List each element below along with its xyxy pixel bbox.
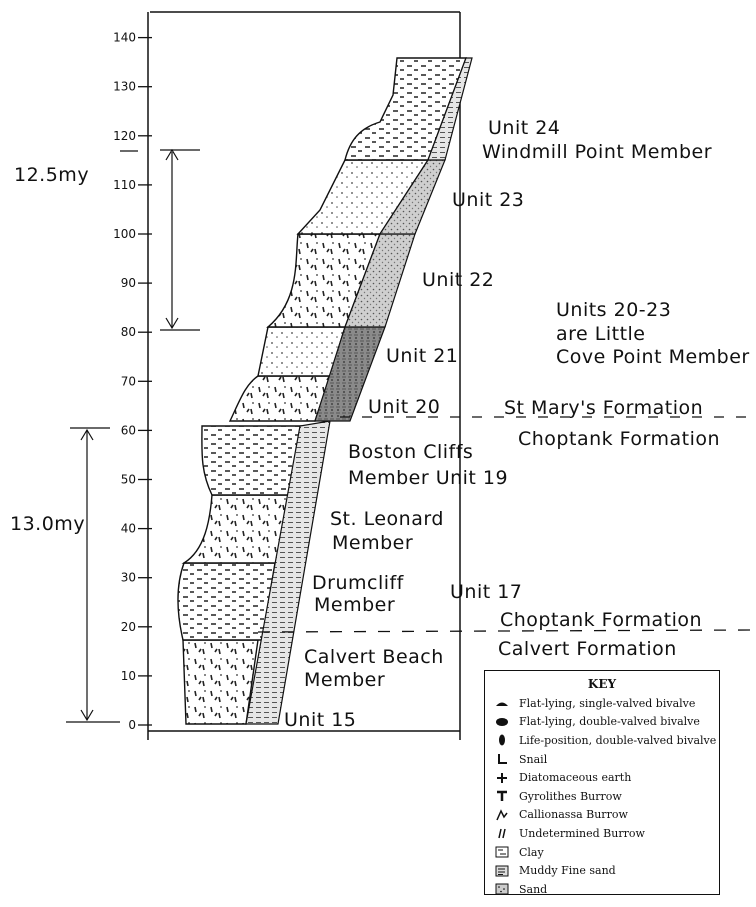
key-title: KEY	[587, 677, 617, 691]
key-row: Clay	[485, 843, 719, 862]
column-unit-15-body	[182, 639, 259, 725]
callionassa-icon	[493, 808, 511, 822]
calvert-beach-label-2: Member	[304, 669, 385, 691]
y-axis-tick-label: 30	[121, 571, 136, 585]
y-axis-tick-label: 50	[121, 473, 136, 487]
st-leonard-label-1: St. Leonard	[330, 508, 444, 530]
st-marys-formation-label: St Mary's Formation	[504, 397, 703, 419]
y-axis-tick-label: 90	[121, 276, 136, 290]
key-row-label: Muddy Fine sand	[519, 864, 616, 878]
y-axis-tick-label: 60	[121, 423, 136, 437]
y-axis-tick-label: 120	[113, 129, 136, 143]
column-stleonard-body	[181, 494, 291, 564]
key-row: Gyrolithes Burrow	[485, 787, 719, 806]
sediment-strip-unit-24	[427, 57, 473, 161]
muddy-sand-icon	[493, 864, 511, 878]
y-axis-tick-label: 10	[121, 669, 136, 683]
boston-cliffs-label-2: Member Unit 19	[348, 467, 508, 489]
key-row-label: Flat-lying, double-valved bivalve	[519, 715, 700, 729]
y-axis-tick-label: 130	[113, 80, 136, 94]
calvert-formation-label: Calvert Formation	[498, 638, 677, 660]
key-row: Callionassa Burrow	[485, 806, 719, 825]
key-row: Diatomaceous earth	[485, 768, 719, 787]
key-row-label: Gyrolithes Burrow	[519, 789, 622, 803]
key-row-label: Diatomaceous earth	[519, 771, 632, 785]
little-cove-label-1: Units 20-23	[556, 299, 671, 321]
key-row: Muddy Fine sand	[485, 861, 719, 880]
little-cove-label-2: are Little	[556, 323, 646, 345]
y-axis-ticks: 0 10 20 30 40 50 60 70 80 90 100 110 120 130 140	[113, 31, 152, 732]
unit-23-label: Unit 23	[452, 189, 524, 211]
key-row-label: Sand	[519, 882, 548, 896]
y-axis-tick-label: 0	[128, 718, 136, 732]
key-row: Undetermined Burrow	[485, 824, 719, 843]
choptank-lower-label: Choptank Formation	[500, 609, 702, 631]
life-position-icon	[493, 733, 511, 747]
key-row-label: Snail	[519, 752, 548, 766]
lower-age-label: 13.0my	[10, 513, 85, 535]
column-unit-24-body	[344, 57, 468, 161]
upper-age-label: 12.5my	[14, 164, 89, 186]
y-axis-tick-label: 70	[121, 374, 136, 388]
key-row-label: Flat-lying, single-valved bivalve	[519, 696, 696, 710]
calvert-beach-label-1: Calvert Beach	[304, 646, 444, 668]
y-axis-tick-label: 140	[113, 31, 136, 45]
little-cove-label-3: Cove Point Member	[556, 346, 750, 368]
snail-icon	[493, 752, 511, 766]
lower-age-bracket	[66, 427, 120, 723]
sand-icon	[493, 882, 511, 896]
windmill-point-label: Windmill Point Member	[482, 141, 712, 163]
key-row: Sand	[485, 880, 719, 899]
key-row: Snail	[485, 750, 719, 769]
drumcliff-label-2: Member	[314, 594, 395, 616]
clay-icon	[493, 845, 511, 859]
diatom-icon	[493, 771, 511, 785]
calvert-boundary-dash	[257, 629, 751, 633]
key-row-label: Clay	[519, 845, 544, 859]
key-row-label: Callionassa Burrow	[519, 808, 628, 822]
key-row: Flat-lying, single-valved bivalve	[485, 694, 719, 713]
unit-22-label: Unit 22	[422, 269, 494, 291]
unit-15-label: Unit 15	[284, 709, 356, 731]
single-valve-icon	[493, 696, 511, 710]
y-axis-tick-label: 100	[113, 227, 136, 241]
choptank-upper-label: Choptank Formation	[518, 428, 720, 450]
gyrolithes-icon	[493, 789, 511, 803]
double-valve-icon	[493, 715, 511, 729]
drumcliff-label-1: Drumcliff	[312, 572, 405, 594]
column-unit-20-body	[228, 375, 331, 422]
upper-age-bracket	[120, 148, 200, 331]
st-leonard-label-2: Member	[332, 532, 413, 554]
unit-24-label: Unit 24	[488, 117, 560, 139]
unit-17-label: Unit 17	[450, 581, 522, 603]
y-axis-tick-label: 40	[121, 522, 136, 536]
y-axis-tick-label: 80	[121, 325, 136, 339]
y-axis-tick-label: 110	[113, 178, 136, 192]
column-drumcliff-body	[177, 562, 276, 641]
boston-cliffs-label-1: Boston Cliffs	[348, 441, 473, 463]
key-row-label: Life-position, double-valved bivalve	[519, 733, 717, 747]
unit-20-label: Unit 20	[368, 396, 440, 418]
key-row: Flat-lying, double-valved bivalve	[485, 713, 719, 732]
key-row-label: Undetermined Burrow	[519, 826, 645, 840]
unit-21-label: Unit 21	[386, 345, 458, 367]
column-boston-body	[201, 425, 303, 496]
undetermined-burrow-icon	[493, 826, 511, 840]
y-axis-tick-label: 20	[121, 620, 136, 634]
key-row: Life-position, double-valved bivalve	[485, 731, 719, 750]
